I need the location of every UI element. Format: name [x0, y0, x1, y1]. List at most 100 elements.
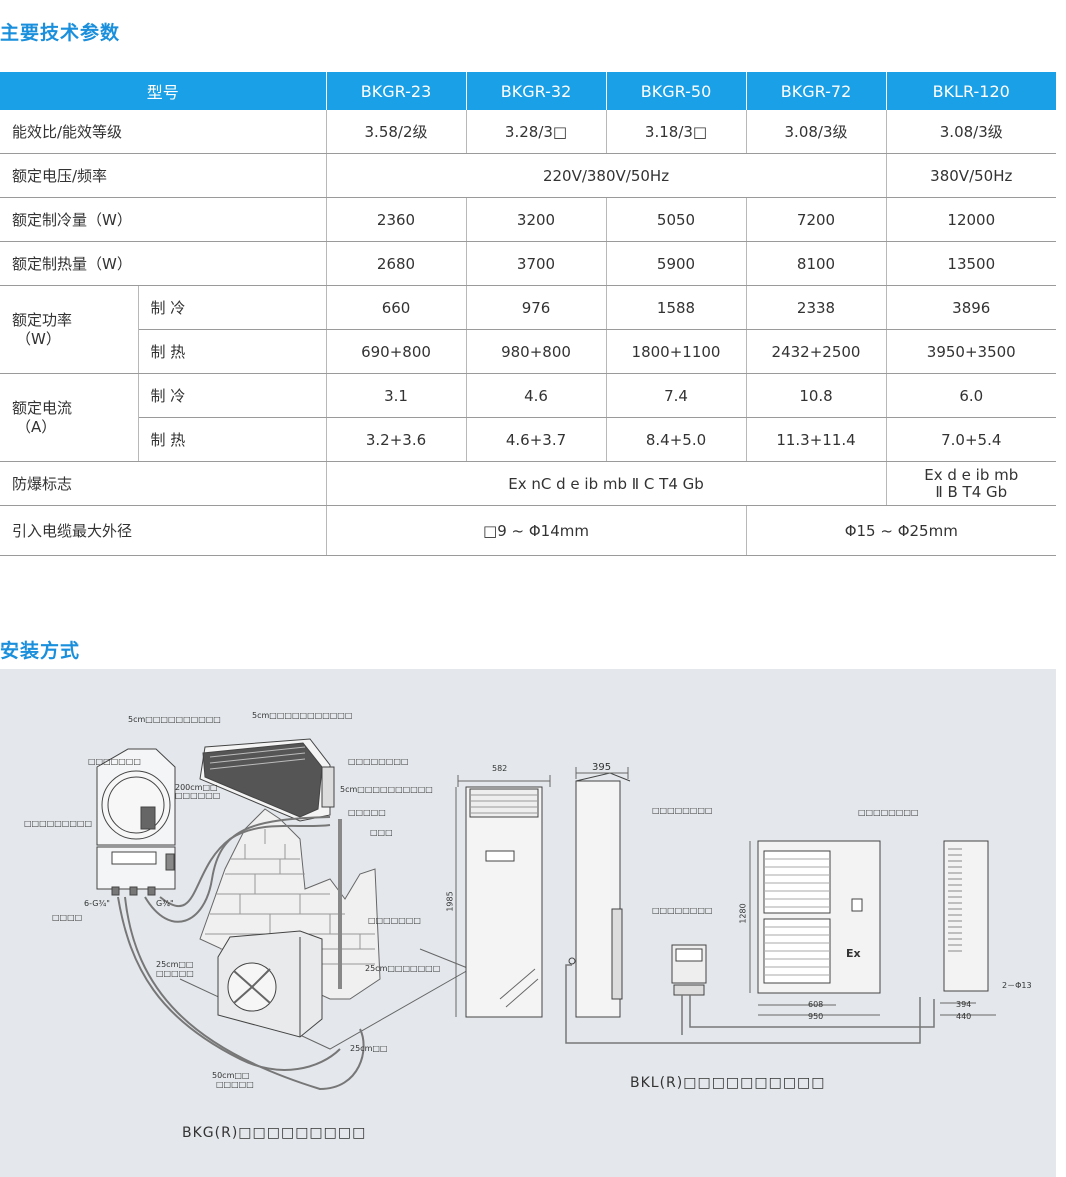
label-voltage: 额定电压/频率	[0, 153, 327, 198]
cell-cable-right: Φ15 ~ Φ25mm	[746, 505, 1057, 556]
dim-hole: 2－Φ13	[1002, 981, 1032, 990]
cell: 4.6+3.7	[466, 417, 607, 462]
note-12: G¾"	[156, 899, 174, 908]
cables-drawing	[117, 816, 365, 1091]
cell: 13500	[886, 241, 1057, 286]
spec-table: 型号 BKGR-23 BKGR-32 BKGR-50 BKGR-72 BKLR-…	[0, 72, 1057, 556]
cell: 3.18/3□	[606, 110, 747, 154]
cabinet-unit-front-drawing	[455, 775, 551, 1018]
cell: 3700	[466, 241, 607, 286]
cell: 11.3+11.4	[746, 417, 887, 462]
cell: 660	[326, 285, 467, 330]
cell: 3896	[886, 285, 1057, 330]
cell: 980+800	[466, 329, 607, 374]
cell: 3.08/3级	[886, 110, 1057, 154]
cell: 3950+3500	[886, 329, 1057, 374]
outdoor-unit-side-drawing	[940, 840, 996, 1016]
label-current: 额定电流（A）	[0, 373, 139, 462]
current-unit: （A）	[16, 417, 57, 436]
note-15: 25cm□□	[156, 960, 194, 969]
row-explosion-mark: 防爆标志 Ex nC d e ib mb Ⅱ C T4 Gb Ex d e ib…	[0, 461, 1057, 506]
cell-explosion-merged: Ex nC d e ib mb Ⅱ C T4 Gb	[326, 461, 887, 506]
section-title-params: 主要技术参数	[0, 22, 121, 44]
note-3: □□□□□□□	[88, 757, 141, 766]
row-efficiency: 能效比/能效等级 3.58/2级 3.28/3□ 3.18/3□ 3.08/3级…	[0, 110, 1057, 154]
cell: 3.2+3.6	[326, 417, 467, 462]
label-power-cool: 制 冷	[138, 285, 327, 330]
note-17: 25cm□□□□□□□	[365, 964, 441, 973]
cell: 3.58/2级	[326, 110, 467, 154]
cell: 2360	[326, 197, 467, 242]
row-voltage: 额定电压/频率 220V/380V/50Hz 380V/50Hz	[0, 153, 1057, 198]
outdoor-unit-drawing	[217, 930, 323, 1038]
note-9: □□□□□	[348, 808, 386, 817]
cell: 2680	[326, 241, 467, 286]
label-current-heat: 制 热	[138, 417, 327, 462]
cell: 7.4	[606, 373, 747, 418]
cell-voltage-last: 380V/50Hz	[886, 153, 1057, 198]
cell: 2432+2500	[746, 329, 887, 374]
model-1: BKGR-23	[326, 72, 467, 110]
cell: 3.28/3□	[466, 110, 607, 154]
cell: 8.4+5.0	[606, 417, 747, 462]
cell: 10.8	[746, 373, 887, 418]
cabinet-unit-side-drawing	[568, 767, 631, 1018]
note-16: □□□□□	[156, 969, 194, 978]
note-4: □□□□□□□□	[348, 757, 409, 766]
note-14: □□□□□□□	[368, 916, 421, 925]
cell-cable-left: □9 ~ Φ14mm	[326, 505, 747, 556]
explosion-last-line2: Ⅱ B T4 Gb	[935, 482, 1008, 501]
cell: 7200	[746, 197, 887, 242]
note-20: □□□□□	[216, 1080, 254, 1089]
cell: 8100	[746, 241, 887, 286]
note-10: □□□	[370, 828, 393, 837]
cell: 690+800	[326, 329, 467, 374]
dim-582: 582	[492, 764, 508, 773]
note-5: 5cm□□□□□□□□□□	[340, 785, 433, 794]
dim-395: 395	[592, 762, 612, 773]
note-6: 200cm□□	[175, 783, 218, 792]
cell: 6.0	[886, 373, 1057, 418]
note-22: □□□□□□□□	[652, 906, 713, 915]
cell: 7.0+5.4	[886, 417, 1057, 462]
outdoor-unit-large-drawing	[749, 840, 881, 1016]
caption-right: BKL(R)□□□□□□□□□□	[630, 1075, 826, 1091]
model-2: BKGR-32	[466, 72, 607, 110]
cell: 3200	[466, 197, 607, 242]
note-1: 5cm□□□□□□□□□□	[128, 715, 221, 724]
ex-mark: Ex	[846, 947, 861, 960]
control-box-drawing	[96, 748, 176, 896]
row-power-cool: 额定功率（W） 制 冷 660 976 1588 2338 3896	[0, 285, 1057, 374]
power-label: 额定功率	[12, 310, 73, 329]
note-2: 5cm□□□□□□□□□□□	[252, 711, 353, 720]
cell: 3.08/3级	[746, 110, 887, 154]
row-cooling-capacity: 额定制冷量（W） 2360 3200 5050 7200 12000	[0, 197, 1057, 242]
label-heating-capacity: 额定制热量（W）	[0, 241, 327, 286]
section-title-install: 安装方式	[0, 640, 81, 662]
model-5: BKLR-120	[886, 72, 1057, 110]
row-current-cool: 额定电流（A） 制 冷 3.1 4.6 7.4 10.8 6.0	[0, 373, 1057, 462]
right-piping-drawing	[565, 964, 935, 1044]
label-power: 额定功率（W）	[0, 285, 139, 374]
dim-1985: 1985	[445, 891, 455, 912]
note-13: □□□□	[52, 913, 83, 922]
indoor-unit-drawing	[199, 738, 335, 822]
cell: 1588	[606, 285, 747, 330]
label-power-heat: 制 热	[138, 329, 327, 374]
cell-voltage-merged: 220V/380V/50Hz	[326, 153, 887, 198]
install-diagram: 5cm□□□□□□□□□□ 5cm□□□□□□□□□□□ □□□□□□□ □□□…	[0, 669, 1056, 1177]
cell: 12000	[886, 197, 1057, 242]
note-11: 6-G¾"	[84, 899, 110, 908]
header-row: 型号 BKGR-23 BKGR-32 BKGR-50 BKGR-72 BKLR-…	[0, 72, 1057, 110]
install-drawing	[96, 738, 996, 1091]
row-cable: 引入电缆最大外径 □9 ~ Φ14mm Φ15 ~ Φ25mm	[0, 505, 1057, 556]
cell: 2338	[746, 285, 887, 330]
caption-left: BKG(R)□□□□□□□□□	[182, 1125, 367, 1141]
model-4: BKGR-72	[746, 72, 887, 110]
dim-608: 608	[808, 1000, 824, 1009]
model-3: BKGR-50	[606, 72, 747, 110]
label-explosion-mark: 防爆标志	[0, 461, 327, 506]
note-8: □□□□□□□□□	[24, 819, 93, 828]
small-control-box-drawing	[671, 944, 707, 996]
note-19: 50cm□□	[212, 1071, 250, 1080]
